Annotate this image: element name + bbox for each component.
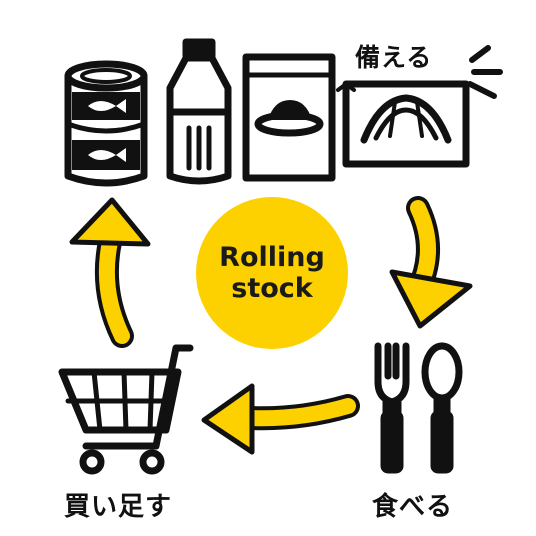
water-bottle-icon [166, 38, 232, 185]
canned-fish-icon [64, 60, 148, 187]
arrow-left [201, 383, 360, 455]
arrow-down-right [389, 196, 473, 329]
fork-icon [374, 342, 410, 474]
retort-curry-pouch-icon [242, 53, 336, 182]
label-buy: 買い足す [64, 492, 173, 522]
cycle-arrows [69, 196, 473, 455]
center-title-line2: stock [231, 273, 313, 304]
packaged-bread-icon [336, 45, 503, 168]
spoon-icon [421, 342, 463, 474]
label-eat: 食べる [372, 492, 454, 522]
label-prepare: 備える [355, 43, 433, 72]
shopping-cart-icon [58, 344, 194, 475]
center-title-line1: Rolling [219, 242, 325, 273]
arrow-up [69, 197, 151, 348]
rolling-stock-badge: Rolling stock [196, 197, 348, 349]
